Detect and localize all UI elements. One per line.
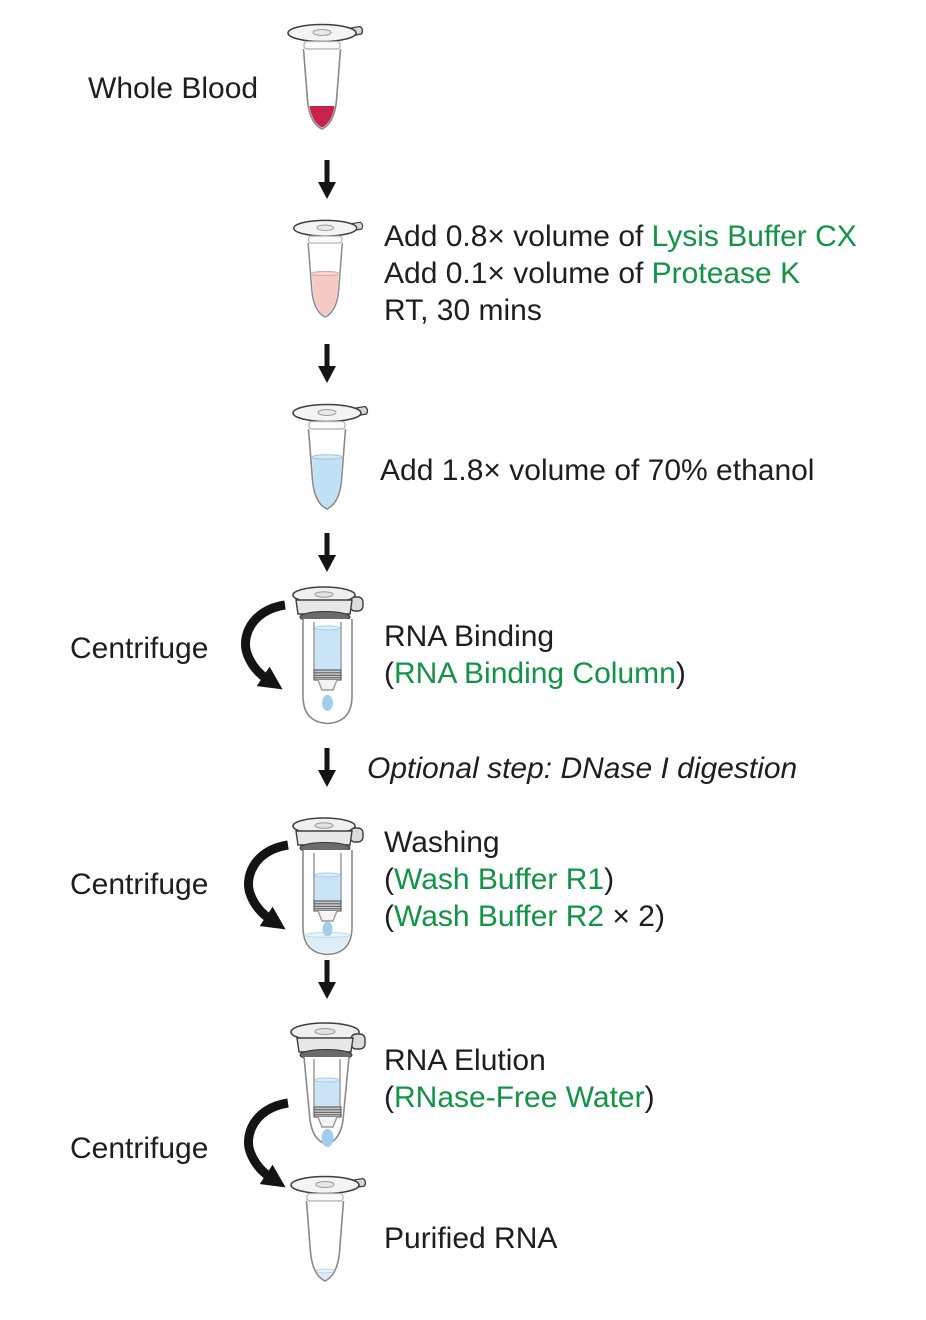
lysis-line2-text: Add 0.1× volume of: [384, 257, 652, 290]
protease-reagent: Protease K: [651, 257, 801, 290]
collection-tube-liquid: [304, 935, 351, 953]
lysis-line1-text: Add 0.8× volume of: [384, 220, 652, 253]
eluate-drop: [322, 921, 333, 937]
down-arrow-icon: [318, 533, 336, 572]
lysis-step-text: Add 0.8× volume of Lysis Buffer CX Add 0…: [384, 218, 857, 329]
elution-title: RNA Elution: [384, 1044, 546, 1077]
lysis-line-2: Add 0.1× volume of Protease K: [384, 255, 857, 292]
elution-reagent-line: (RNase-Free Water): [384, 1079, 655, 1116]
purified-rna-label: Purified RNA: [384, 1222, 558, 1255]
eluate-drop: [322, 695, 333, 711]
down-arrow-icon: [318, 344, 336, 383]
ethanol-tube-icon: [292, 403, 369, 510]
washing-r2-line: (Wash Buffer R2 × 2): [384, 898, 665, 935]
lysis-line-1: Add 0.8× volume of Lysis Buffer CX: [384, 218, 857, 255]
lysis-line-3: RT, 30 mins: [384, 294, 542, 327]
paren-open: (: [384, 1081, 394, 1114]
washing-step-text: Washing (Wash Buffer R1) (Wash Buffer R2…: [384, 824, 665, 935]
paren-open: (: [384, 863, 394, 896]
paren-close: ): [675, 657, 686, 690]
down-arrow-icon: [318, 160, 336, 199]
down-arrow-icon: [318, 748, 336, 787]
paren-open: (: [384, 900, 394, 933]
optional-step-note: Optional step: DNase I digestion: [367, 752, 798, 785]
centrifuge-rotation-arrow-icon: [244, 1098, 289, 1188]
binding-column-reagent: RNA Binding Column: [394, 657, 676, 690]
lysis-tube-icon: [293, 219, 364, 318]
binding-step-text: RNA Binding (RNA Binding Column): [384, 618, 686, 692]
rnase-free-water-reagent: RNase-Free Water: [394, 1081, 645, 1114]
times-2-suffix: × 2): [604, 900, 665, 933]
purified-rna-liquid: [308, 1271, 342, 1280]
paren-open: (: [384, 657, 394, 690]
wash-buffer-r2-reagent: Wash Buffer R2: [394, 900, 605, 933]
purified-rna-tube-icon: [290, 1175, 367, 1282]
washing-title: Washing: [384, 826, 500, 859]
washing-r1-line: (Wash Buffer R1): [384, 861, 665, 898]
binding-title: RNA Binding: [384, 620, 555, 653]
whole-blood-tube-icon: [287, 23, 364, 130]
binding-column-liquid: [315, 628, 340, 670]
paren-close: ): [644, 1081, 655, 1114]
centrifuge-label-elution: Centrifuge: [70, 1132, 209, 1165]
wash-buffer-r1-reagent: Wash Buffer R1: [394, 863, 605, 896]
eluate-drop: [321, 1129, 334, 1147]
elution-step-text: RNA Elution (RNase-Free Water): [384, 1042, 655, 1116]
rna-binding-spin-column-icon: [292, 586, 364, 725]
centrifuge-rotation-arrow-icon: [244, 840, 289, 930]
down-arrow-icon: [318, 960, 336, 999]
whole-blood-label: Whole Blood: [88, 72, 259, 105]
elution-spin-column-icon: [290, 1022, 366, 1147]
washing-spin-column-icon: [292, 817, 364, 956]
binding-reagent-line: (RNA Binding Column): [384, 655, 686, 692]
centrifuge-label-washing: Centrifuge: [70, 868, 209, 901]
centrifuge-rotation-arrow-icon: [241, 600, 286, 690]
washing-column-liquid: [315, 875, 340, 901]
lysis-buffer-reagent: Lysis Buffer CX: [651, 220, 857, 253]
ethanol-step-text: Add 1.8× volume of 70% ethanol: [380, 454, 815, 487]
centrifuge-label-binding: Centrifuge: [70, 632, 209, 665]
elution-column-liquid: [315, 1080, 339, 1107]
paren-close: ): [604, 863, 615, 896]
